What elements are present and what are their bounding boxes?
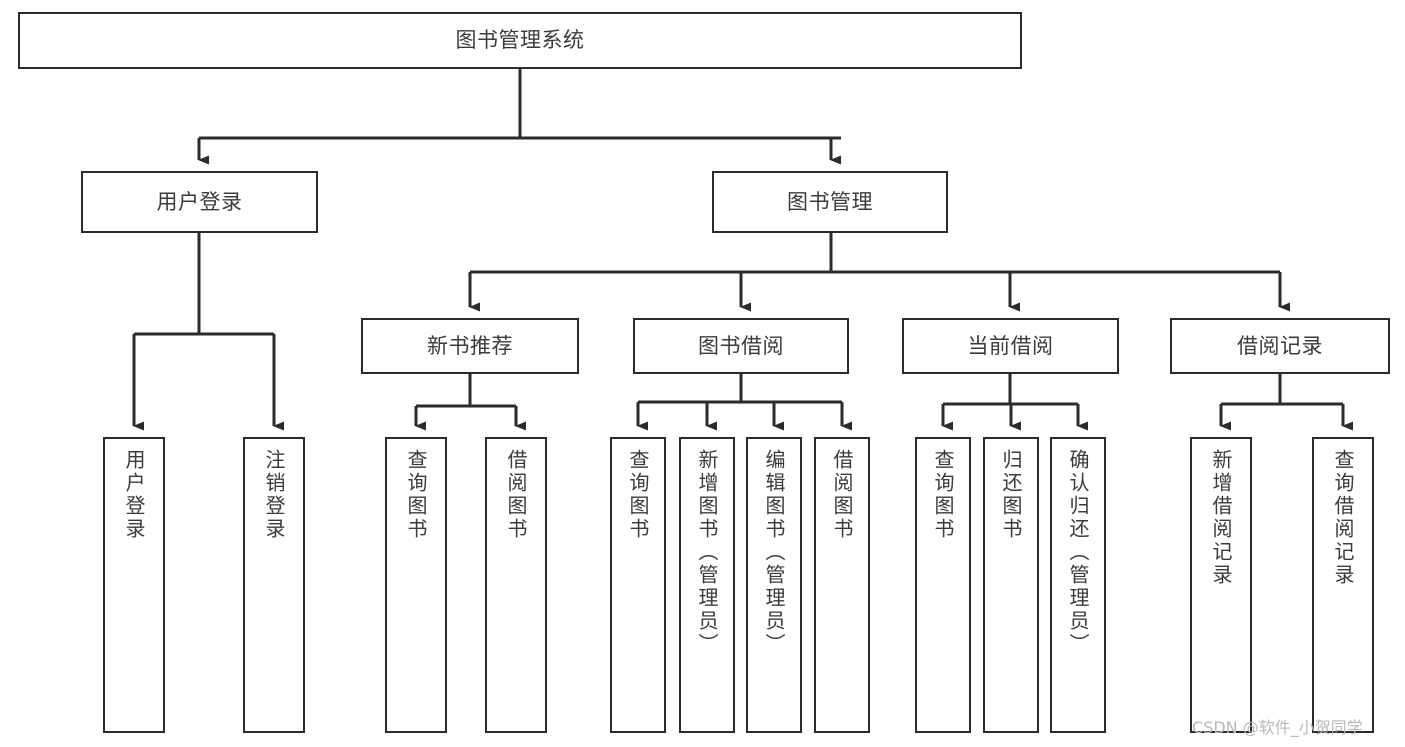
node-leaf-add-book-admin[interactable]: 新增图书（管理员）: [679, 437, 735, 733]
node-leaf-user-login[interactable]: 用户登录: [103, 437, 165, 733]
node-leaf-query-book-2-label: 查询图书: [626, 449, 650, 541]
node-leaf-confirm-return[interactable]: 确认归还（管理员）: [1050, 437, 1106, 733]
node-root-label: 图书管理系统: [455, 28, 585, 53]
node-new-book-recommend-label: 新书推荐: [427, 333, 513, 358]
node-book-borrow[interactable]: 图书借阅: [633, 318, 849, 374]
node-leaf-query-book-1[interactable]: 查询图书: [385, 437, 447, 733]
node-leaf-user-logout-label: 注销登录: [262, 449, 286, 541]
node-new-book-recommend[interactable]: 新书推荐: [361, 318, 579, 374]
node-leaf-query-book-3[interactable]: 查询图书: [915, 437, 971, 733]
node-leaf-query-book-1-label: 查询图书: [404, 449, 428, 541]
node-leaf-borrow-book-1[interactable]: 借阅图书: [485, 437, 547, 733]
node-leaf-query-borrow-rec-label: 查询借阅记录: [1331, 449, 1355, 587]
node-leaf-query-book-2[interactable]: 查询图书: [610, 437, 666, 733]
node-user-login-label: 用户登录: [156, 189, 243, 214]
node-borrow-record-label: 借阅记录: [1237, 333, 1323, 358]
node-root[interactable]: 图书管理系统: [18, 12, 1022, 69]
node-leaf-add-borrow-rec-label: 新增借阅记录: [1209, 449, 1233, 587]
node-leaf-borrow-book-2-label: 借阅图书: [830, 449, 854, 541]
node-leaf-borrow-book-2[interactable]: 借阅图书: [814, 437, 870, 733]
node-borrow-record[interactable]: 借阅记录: [1170, 318, 1390, 374]
node-leaf-user-logout[interactable]: 注销登录: [243, 437, 305, 733]
node-leaf-add-book-admin-label: 新增图书（管理员）: [695, 449, 719, 656]
node-leaf-query-book-3-label: 查询图书: [931, 449, 955, 541]
csdn-watermark: CSDN @软件_小贺同学: [1192, 718, 1363, 737]
node-user-login[interactable]: 用户登录: [81, 171, 318, 233]
node-leaf-return-book-label: 归还图书: [999, 449, 1023, 541]
node-book-borrow-label: 图书借阅: [698, 333, 784, 358]
node-leaf-edit-book-admin-label: 编辑图书（管理员）: [762, 449, 786, 656]
node-book-management[interactable]: 图书管理: [712, 171, 948, 233]
node-book-management-label: 图书管理: [787, 189, 873, 214]
node-leaf-query-borrow-rec[interactable]: 查询借阅记录: [1312, 437, 1374, 733]
node-leaf-confirm-return-label: 确认归还（管理员）: [1066, 449, 1090, 656]
node-current-borrow[interactable]: 当前借阅: [902, 318, 1119, 374]
node-leaf-return-book[interactable]: 归还图书: [983, 437, 1039, 733]
node-leaf-borrow-book-1-label: 借阅图书: [504, 449, 528, 541]
node-leaf-edit-book-admin[interactable]: 编辑图书（管理员）: [746, 437, 802, 733]
node-leaf-user-login-label: 用户登录: [122, 449, 146, 541]
node-current-borrow-label: 当前借阅: [967, 333, 1054, 358]
node-leaf-add-borrow-rec[interactable]: 新增借阅记录: [1190, 437, 1252, 733]
